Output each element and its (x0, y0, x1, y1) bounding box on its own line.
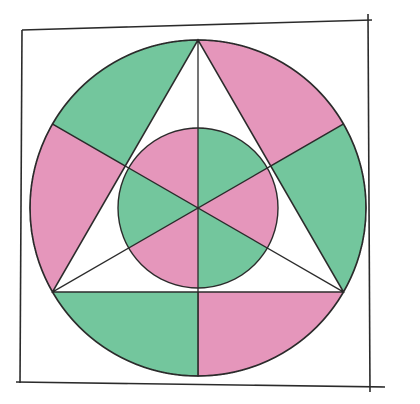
frame-bottom-edge (15, 381, 386, 388)
outer-circle-outline (29, 39, 367, 377)
inner-circle-outline (117, 127, 279, 289)
frame-left-edge (19, 29, 23, 384)
inner-sector-5 (118, 168, 198, 248)
inner-sector-2 (198, 168, 278, 248)
frame-top-edge (21, 19, 373, 31)
frame (15, 13, 386, 393)
spoke-median-left (52, 165, 272, 293)
spoke-median-right (124, 165, 344, 293)
frame-right-edge (367, 13, 371, 393)
inner-spokes (52, 40, 344, 376)
